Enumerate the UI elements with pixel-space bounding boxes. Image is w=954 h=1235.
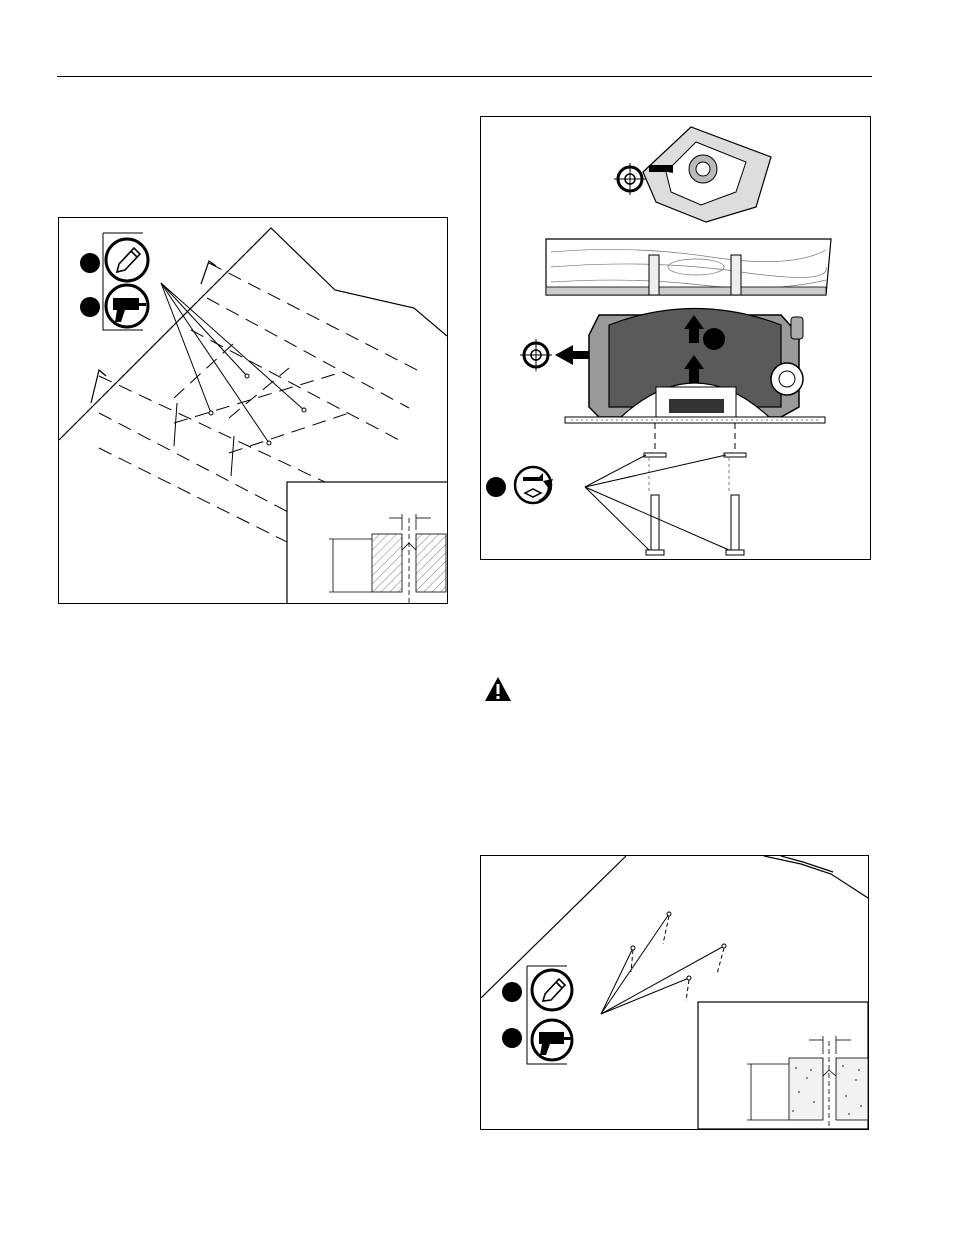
figure-adapter-plate-mounting <box>480 116 871 560</box>
pencil-icon <box>80 239 148 281</box>
header-rule <box>57 76 872 77</box>
lag-bolt-hardware <box>644 453 746 555</box>
warning-triangle-icon <box>484 676 512 702</box>
mount-top-view <box>643 127 771 222</box>
target-icon <box>614 163 646 195</box>
wood-joist <box>546 239 831 295</box>
figure-concrete-ceiling-layout <box>480 855 869 1130</box>
drill-icon <box>502 1020 572 1060</box>
target-icon <box>520 339 552 371</box>
drill-depth-detail <box>287 482 447 603</box>
wrench-rotate-icon <box>486 467 553 503</box>
drill-icon <box>80 285 148 327</box>
pencil-icon <box>502 970 572 1010</box>
figure-ceiling-joist-layout <box>58 217 448 604</box>
drill-depth-detail <box>698 1002 868 1129</box>
